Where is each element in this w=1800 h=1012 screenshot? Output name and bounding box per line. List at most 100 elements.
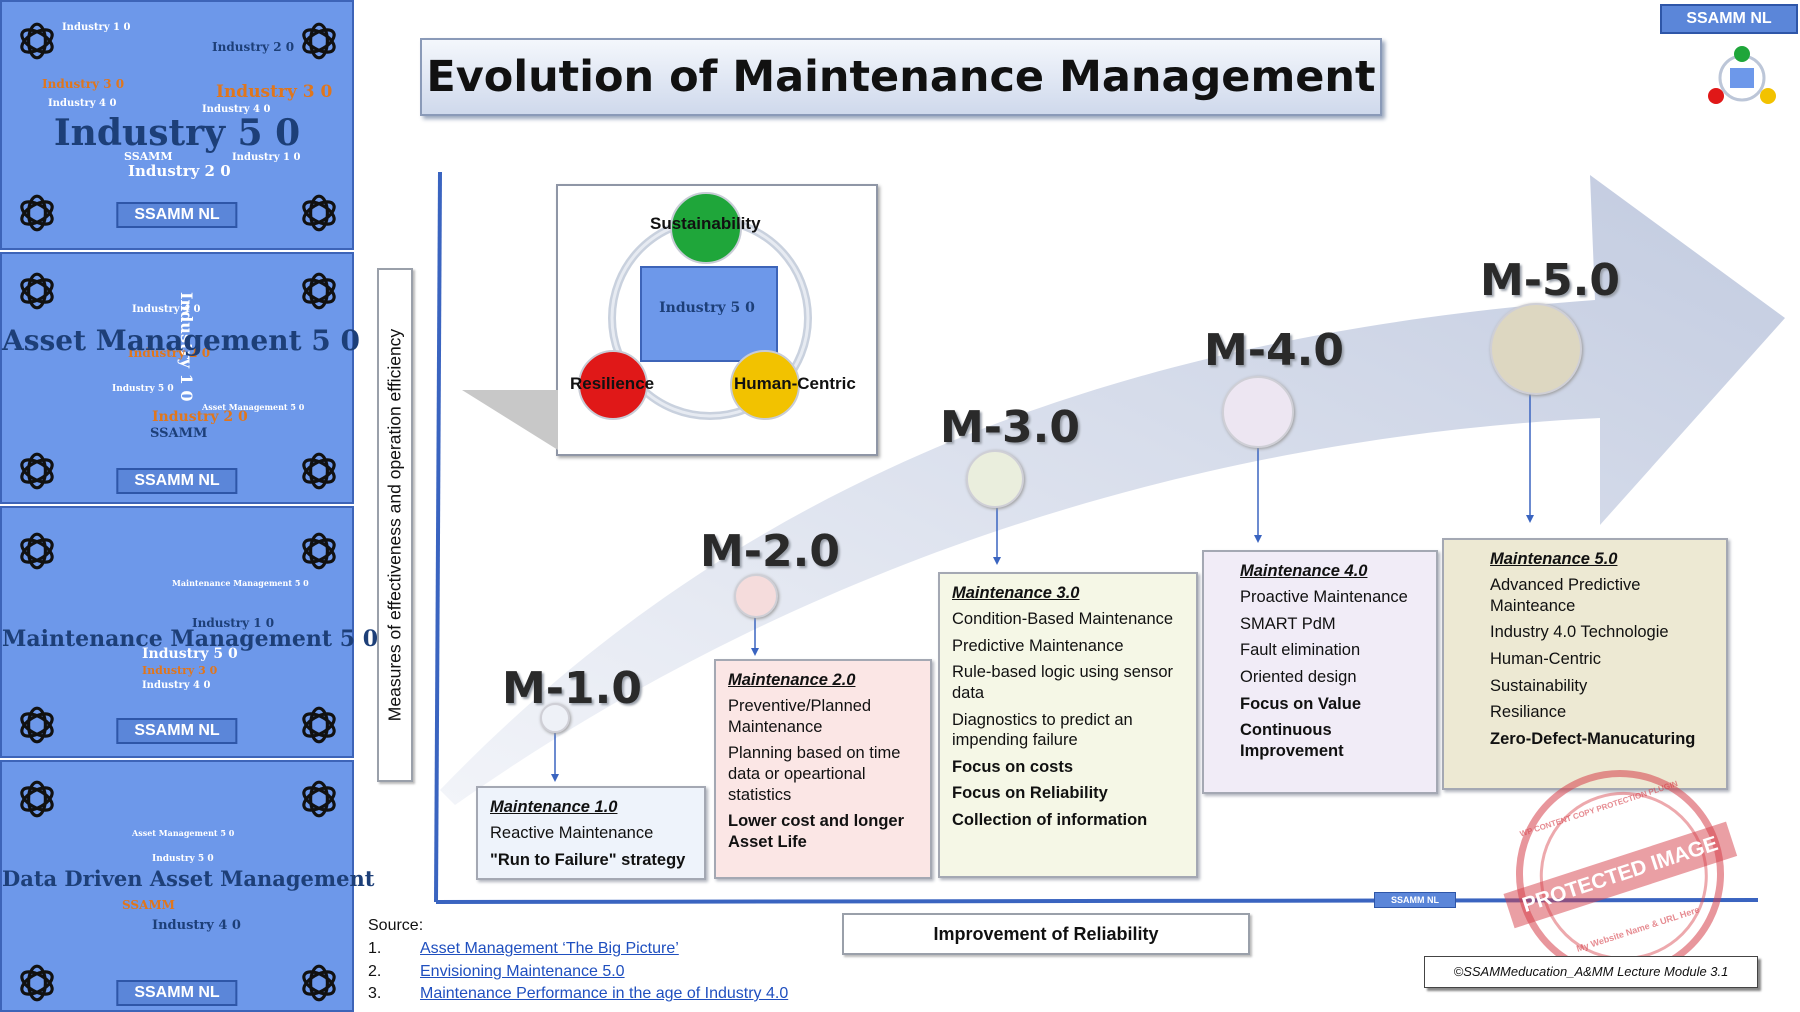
word-cloud: Industry 1 0 Industry 4 0 Industry 2 0 I… bbox=[2, 254, 352, 502]
cloud-word: Industry 1 0 bbox=[192, 616, 275, 630]
cloud-word: Industry 4 0 bbox=[132, 304, 201, 315]
source-num: 3. bbox=[368, 985, 382, 1002]
stage-box-m3: Maintenance 3.0 Condition-Based Maintena… bbox=[938, 572, 1198, 878]
footer-credit: ©SSAMMeducation_A&MM Lecture Module 3.1 bbox=[1424, 956, 1758, 988]
stage-label-m3: M-3.0 bbox=[940, 402, 1080, 453]
stage-item: Advanced Predictive Mainteance bbox=[1490, 576, 1641, 615]
source-num: 1. bbox=[368, 940, 382, 957]
cloud-word: Maintenance Management 5 0 bbox=[172, 578, 309, 588]
y-axis-label-box: Measures of effectiveness and operation … bbox=[377, 268, 413, 782]
cloud-word: Asset Management 5 0 bbox=[202, 402, 305, 412]
panel-asset-management-5: Industry 1 0 Industry 4 0 Industry 2 0 I… bbox=[0, 252, 360, 504]
panel-maintenance-management-5: Maintenance Management 5 0 Industry 1 0 … bbox=[0, 506, 379, 758]
cloud-word: Industry 5 0 bbox=[112, 384, 174, 394]
cloud-word: SSAMM bbox=[124, 150, 173, 163]
stage-item: Fault elimination bbox=[1240, 641, 1361, 660]
stage-item-bold: Zero-Defect-Manucaturing bbox=[1490, 729, 1696, 748]
stage-item: Planning based on time data or opeartion… bbox=[728, 744, 901, 804]
stage-item-bold: Focus on Reliability bbox=[952, 784, 1108, 803]
cloud-word: Industry 3 0 bbox=[142, 664, 218, 677]
inset-shadow bbox=[462, 390, 558, 450]
cloud-word: Industry 4 0 bbox=[48, 98, 117, 109]
stage-item: Rule-based logic using sensor data bbox=[952, 663, 1174, 702]
cloud-word: Industry 1 0 bbox=[62, 22, 131, 33]
stage-item-bold: Focus on costs bbox=[952, 757, 1074, 776]
stage-box-m5: Maintenance 5.0 Advanced Predictive Main… bbox=[1442, 538, 1728, 790]
y-axis-label: Measures of effectiveness and operation … bbox=[384, 328, 405, 722]
stage-circle-m1 bbox=[540, 703, 570, 733]
stage-heading: Maintenance 3.0 bbox=[952, 584, 1080, 602]
stage-item-bold: "Run to Failure" strategy bbox=[490, 850, 686, 869]
stage-label-m5: M-5.0 bbox=[1480, 255, 1620, 306]
stage-heading: Maintenance 5.0 bbox=[1490, 550, 1618, 568]
source-link-1[interactable]: Asset Management ‘The Big Picture’ bbox=[420, 940, 679, 958]
stage-item-bold: Collection of information bbox=[952, 811, 1148, 829]
stage-heading: Maintenance 4.0 bbox=[1240, 562, 1368, 580]
human-centric-label: Human-Centric bbox=[734, 374, 856, 393]
stage-item-bold: Continuous Improvement bbox=[1240, 721, 1344, 760]
ssamm-tag: SSAMM NL bbox=[116, 718, 238, 744]
cloud-word: Industry 4 0 bbox=[152, 918, 241, 933]
stage-item: Industry 4.0 Technologie bbox=[1490, 623, 1669, 642]
openai-logo-icon bbox=[20, 532, 54, 570]
stage-heading: Maintenance 1.0 bbox=[490, 798, 618, 816]
stage-label-m4: M-4.0 bbox=[1204, 325, 1344, 376]
source-num: 2. bbox=[368, 963, 382, 980]
panel-headline: Industry 5 0 bbox=[53, 112, 301, 154]
cloud-word: Industry 5 0 bbox=[152, 854, 214, 864]
cloud-word: SSAMM bbox=[150, 426, 208, 441]
stage-box-m4: Maintenance 4.0 Proactive Maintenance SM… bbox=[1202, 550, 1438, 794]
cloud-word: Industry 2 0 bbox=[152, 409, 248, 425]
stage-circle-m5 bbox=[1490, 303, 1582, 395]
cloud-word: Asset Management 5 0 bbox=[132, 828, 235, 838]
ssamm-axis-tag: SSAMM NL bbox=[1374, 892, 1456, 908]
stage-heading: Maintenance 2.0 bbox=[728, 671, 856, 689]
openai-logo-icon bbox=[302, 706, 336, 744]
cloud-word: Industry 2 0 bbox=[128, 346, 211, 360]
cloud-word: Industry 3 0 bbox=[42, 77, 125, 91]
ssamm-tag-top: SSAMM NL bbox=[1660, 4, 1798, 34]
sustainability-circle bbox=[670, 192, 742, 264]
source-link-text[interactable]: Asset Management ‘The Big Picture’ bbox=[420, 940, 679, 957]
openai-logo-icon bbox=[302, 532, 336, 570]
cloud-word: Industry 3 0 bbox=[216, 82, 333, 102]
word-cloud: Asset Management 5 0 Industry 5 0 SSAMM … bbox=[2, 762, 352, 1010]
stage-item: Sustainability bbox=[1490, 676, 1588, 695]
stage-box-m2: Maintenance 2.0 Preventive/Planned Maint… bbox=[714, 659, 932, 879]
industry-5-inset: Industry 5 0 Sustainability Resilience H… bbox=[556, 184, 878, 456]
human-centric-circle bbox=[730, 350, 800, 420]
source-link-text[interactable]: Maintenance Performance in the age of In… bbox=[420, 985, 789, 1002]
stage-box-m1: Maintenance 1.0 Reactive Maintenance "Ru… bbox=[476, 786, 706, 880]
stage-item: Oriented design bbox=[1240, 667, 1357, 686]
panel-headline: Maintenance Management 5 0 bbox=[2, 626, 379, 652]
stage-item: Reactive Maintenance bbox=[490, 824, 654, 842]
inset-center-label: Industry 5 0 bbox=[659, 300, 755, 316]
ssamm-tag: SSAMM NL bbox=[116, 468, 238, 494]
y-axis-line bbox=[434, 171, 442, 903]
openai-logo-icon bbox=[20, 780, 54, 818]
cloud-word: SSAMM bbox=[122, 898, 175, 912]
cloud-word: Industry 4 0 bbox=[142, 680, 211, 691]
stage-item: SMART PdM bbox=[1240, 614, 1336, 633]
source-link-3[interactable]: Maintenance Performance in the age of In… bbox=[420, 985, 788, 1003]
cloud-word: Industry 2 0 bbox=[128, 162, 231, 180]
resilience-circle bbox=[578, 350, 648, 420]
stage-circle-m3 bbox=[966, 450, 1024, 508]
page-title: Evolution of Maintenance Management bbox=[420, 38, 1382, 116]
inset-center-image bbox=[640, 266, 778, 362]
openai-logo-icon bbox=[20, 964, 54, 1002]
panel-data-driven-asset-management: Asset Management 5 0 Industry 5 0 SSAMM … bbox=[0, 760, 374, 1012]
source-link-text[interactable]: Envisioning Maintenance 5.0 bbox=[420, 963, 625, 980]
openai-logo-icon bbox=[302, 452, 336, 490]
stage-item: Condition-Based Maintenance bbox=[952, 610, 1174, 628]
cloud-word: Industry 2 0 bbox=[212, 40, 295, 54]
source-link-2[interactable]: Envisioning Maintenance 5.0 bbox=[420, 963, 625, 981]
openai-logo-icon bbox=[20, 272, 54, 310]
stage-item: Predictive Maintenance bbox=[952, 636, 1124, 655]
openai-logo-icon bbox=[302, 964, 336, 1002]
panel-headline: Asset Management 5 0 bbox=[2, 324, 360, 357]
openai-logo-icon bbox=[302, 194, 336, 232]
word-cloud: Industry 1 0 Industry 2 0 Industry 3 0 I… bbox=[2, 2, 352, 248]
cloud-word: Industry 5 0 bbox=[142, 646, 238, 662]
stage-item-bold: Lower cost and longer Asset Life bbox=[728, 812, 905, 851]
